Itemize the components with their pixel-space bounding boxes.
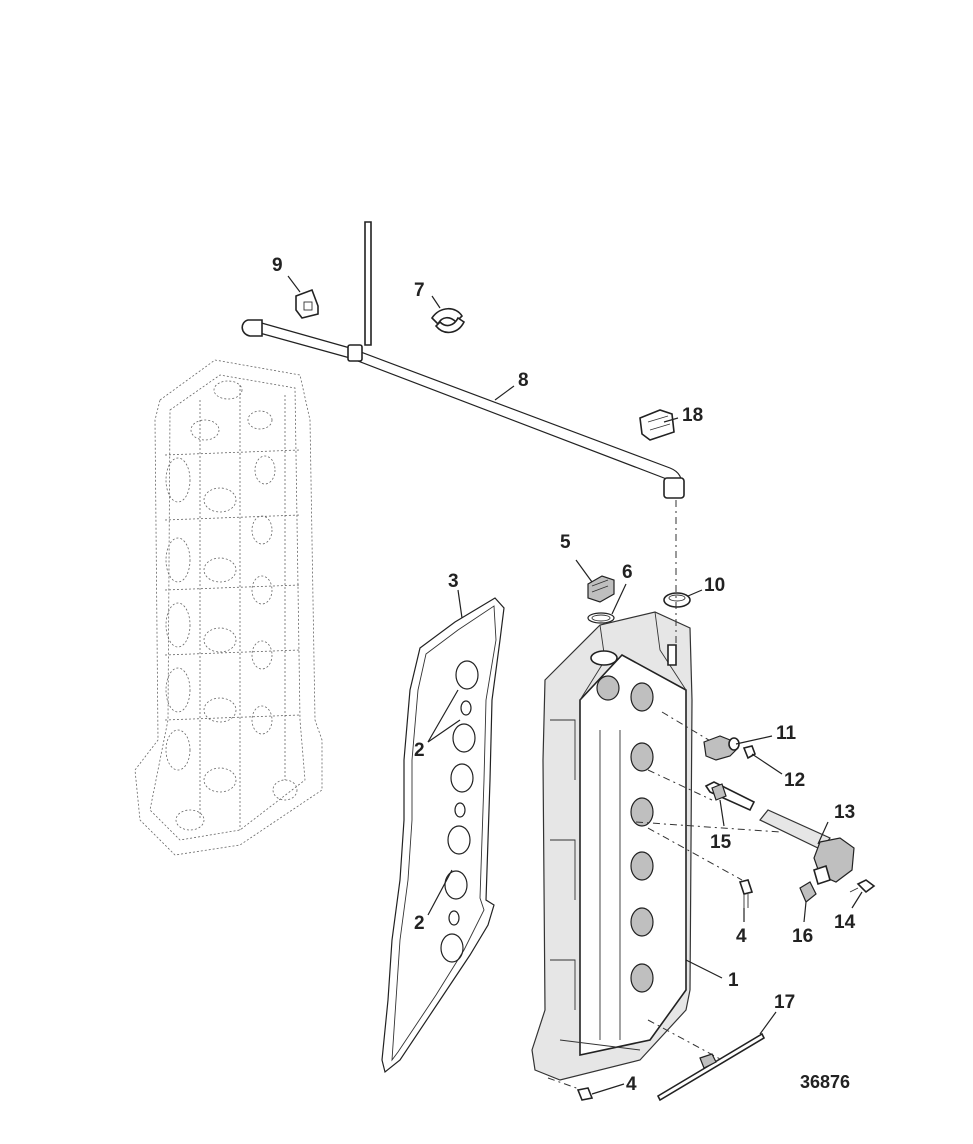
bolt-4-lower xyxy=(576,1087,594,1101)
callout-17: 17 xyxy=(774,992,795,1013)
callout-5: 5 xyxy=(560,532,571,553)
cover-gasket xyxy=(381,597,505,1074)
callout-6: 6 xyxy=(622,562,633,583)
callout-13: 13 xyxy=(834,802,855,823)
callout-4-lower: 4 xyxy=(626,1074,637,1095)
coil-bores xyxy=(630,682,654,993)
cable-tie xyxy=(656,1032,766,1102)
bolt-4-upper xyxy=(738,879,754,908)
screw-12 xyxy=(742,745,756,760)
cylinder-head xyxy=(134,359,323,856)
callout-10: 10 xyxy=(704,575,725,596)
callout-18: 18 xyxy=(682,405,703,426)
valve-cover xyxy=(531,611,693,1081)
callout-7: 7 xyxy=(414,280,425,301)
callout-3: 3 xyxy=(448,571,459,592)
alignment-lines xyxy=(547,500,781,1091)
callout-1: 1 xyxy=(728,970,739,991)
spark-plug-seals xyxy=(440,660,479,963)
grommet-10 xyxy=(663,592,691,608)
screw-14 xyxy=(849,879,876,894)
callout-14: 14 xyxy=(834,912,856,933)
callout-12: 12 xyxy=(784,770,805,791)
clip-9 xyxy=(295,288,319,319)
callout-11: 11 xyxy=(776,723,797,744)
callout-9: 9 xyxy=(272,255,283,276)
clip-18 xyxy=(639,409,675,441)
clip-16 xyxy=(799,881,817,903)
o-ring-6 xyxy=(587,612,615,624)
callout-4-upper: 4 xyxy=(736,926,747,947)
leader-lines xyxy=(287,275,863,1095)
callout-15: 15 xyxy=(710,832,732,853)
callout-labels: 9 7 8 18 5 6 10 3 2 2 11 12 13 15 14 16 … xyxy=(272,255,856,1095)
callout-2-upper: 2 xyxy=(414,740,425,761)
temperature-sensor xyxy=(704,781,756,812)
callout-2-lower: 2 xyxy=(414,913,425,934)
ignition-coil xyxy=(759,809,855,886)
cam-sensor xyxy=(703,735,740,761)
callout-16: 16 xyxy=(792,926,813,947)
breather-hose xyxy=(241,221,685,499)
figure-number: 36876 xyxy=(800,1072,850,1092)
oil-fill-cap xyxy=(587,575,615,603)
clip-7 xyxy=(430,307,466,334)
callout-8: 8 xyxy=(518,370,529,391)
